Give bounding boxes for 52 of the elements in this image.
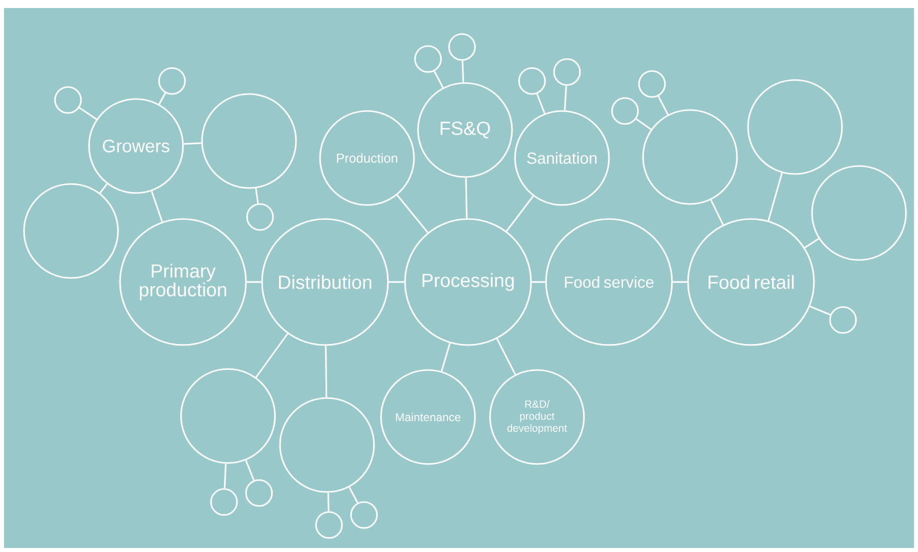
empty-circle xyxy=(611,97,639,125)
connector-line xyxy=(325,346,328,398)
empty-circle xyxy=(642,109,738,205)
empty-circle xyxy=(414,45,442,73)
connector-line xyxy=(224,464,227,488)
empty-circle xyxy=(553,58,581,86)
connector-line xyxy=(434,70,444,88)
empty-circle xyxy=(747,79,843,175)
empty-circle xyxy=(518,67,546,95)
empty-circle xyxy=(23,183,119,279)
connector-line xyxy=(99,183,108,194)
connector-line xyxy=(388,281,404,283)
connector-line xyxy=(255,188,259,204)
connector-line xyxy=(564,86,567,110)
empty-circle xyxy=(315,511,343,539)
connector-line xyxy=(658,96,669,115)
connector-line xyxy=(672,281,688,283)
empty-circle xyxy=(448,33,476,61)
empty-circle xyxy=(811,165,907,261)
connector-line xyxy=(184,142,202,145)
empty-circle xyxy=(350,501,378,529)
empty-circle xyxy=(638,70,666,98)
connector-line xyxy=(327,492,330,512)
connector-line xyxy=(150,190,163,222)
connector-line xyxy=(255,333,288,378)
connector-line xyxy=(768,172,783,221)
empty-circle xyxy=(210,488,238,516)
connector-line xyxy=(78,107,97,120)
connector-line xyxy=(246,281,262,283)
empty-circle xyxy=(201,93,297,189)
connector-line xyxy=(158,92,166,105)
empty-circle xyxy=(279,397,375,493)
empty-circle xyxy=(829,306,857,334)
empty-circle xyxy=(180,368,276,464)
connector-line xyxy=(396,194,428,234)
connector-line xyxy=(804,238,820,248)
connector-line xyxy=(506,196,534,232)
connector-line xyxy=(532,281,546,283)
empty-circle xyxy=(158,67,186,95)
connector-line xyxy=(462,60,464,82)
connector-line xyxy=(348,486,358,504)
empty-circle xyxy=(54,86,82,114)
connector-line xyxy=(710,200,724,226)
connector-line xyxy=(636,118,652,130)
connector-line xyxy=(440,342,451,372)
connector-line xyxy=(245,460,255,480)
connector-line xyxy=(536,94,546,114)
connector-line xyxy=(810,306,831,316)
connector-line xyxy=(496,338,516,375)
empty-circle xyxy=(245,479,273,507)
empty-circle xyxy=(246,203,274,231)
connector-line xyxy=(465,178,468,218)
